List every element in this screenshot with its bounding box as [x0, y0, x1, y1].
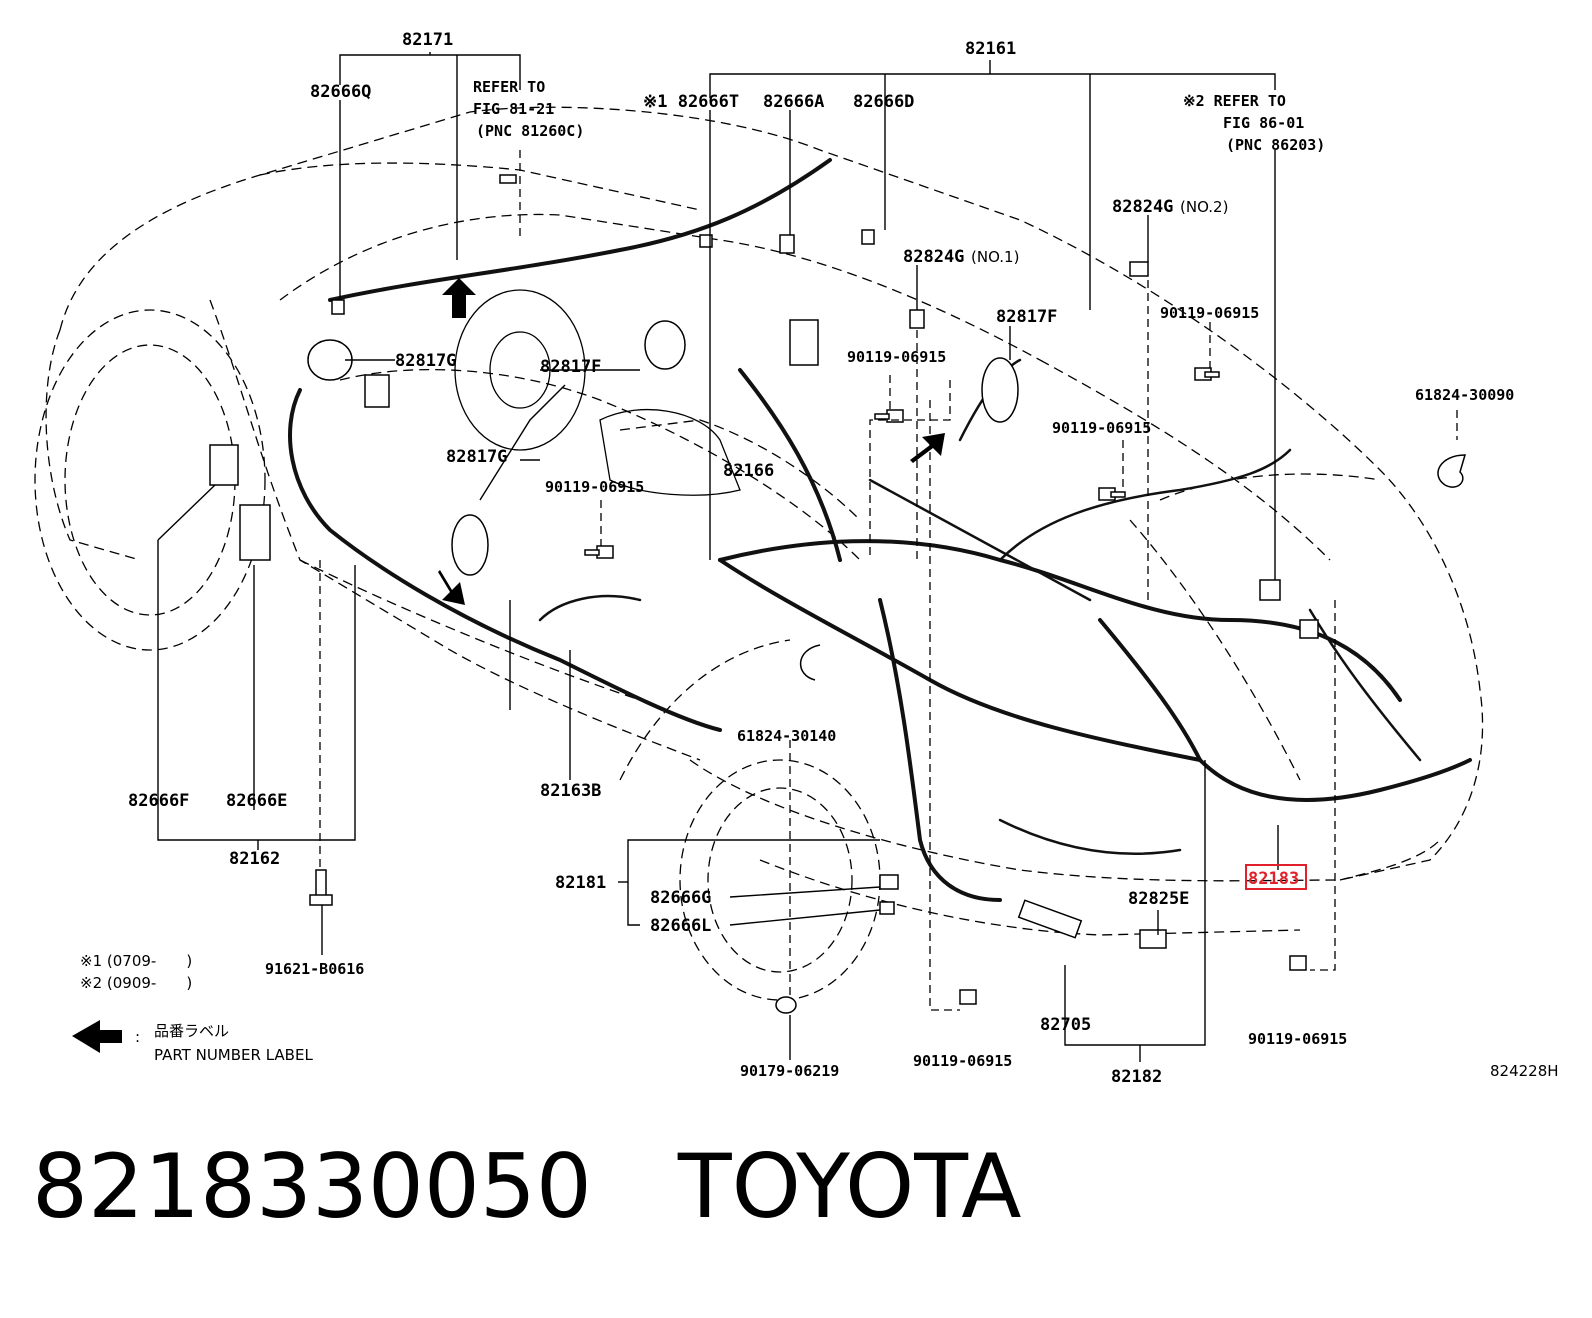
callout-82161: 82161 — [965, 39, 1016, 59]
note-2: ※2 (0909- ) — [80, 974, 192, 992]
callout-82817F-right: 82817F — [996, 307, 1057, 327]
car-body-outline — [45, 106, 1484, 936]
highlight-82183-box — [1245, 864, 1307, 890]
front-seat — [599, 408, 741, 496]
callout-82163B: 82163B — [540, 781, 601, 801]
callout-90119-f: 90119-06915 — [1248, 1030, 1347, 1048]
callout-91621-B0616: 91621-B0616 — [265, 960, 364, 978]
speakers — [307, 320, 1019, 576]
legend-en: PART NUMBER LABEL — [154, 1046, 313, 1064]
callout-82666E: 82666E — [226, 791, 287, 811]
legend-colon: : — [135, 1028, 140, 1046]
part-label-arrow-icon — [442, 278, 476, 318]
callout-82666L: 82666L — [650, 916, 711, 936]
wiring-harness — [288, 158, 1472, 902]
callout-61824-30090: 61824-30090 — [1415, 386, 1514, 404]
bolt-90119-c-icon — [1098, 487, 1126, 501]
refer-fig-86-line1: ※2 REFER TO — [1183, 92, 1286, 110]
callout-90119-e: 90119-06915 — [913, 1052, 1012, 1070]
callout-82666Q: 82666Q — [310, 82, 371, 102]
callout-82666T: ※1 82666T — [643, 92, 739, 112]
note-1: ※1 (0709- ) — [80, 952, 192, 970]
bolt-90119-f-icon — [1289, 955, 1307, 971]
refer-fig-86-line3: (PNC 86203) — [1226, 136, 1325, 154]
callout-82824G-no2: 82824G — [1112, 197, 1173, 217]
connectors — [209, 174, 1319, 949]
callout-82666G: 82666G — [650, 888, 711, 908]
grommet-61824-30090 — [1437, 454, 1467, 488]
callout-82817F-mid: 82817F — [540, 357, 601, 377]
refer-fig-86-line2: FIG 86-01 — [1223, 114, 1304, 132]
callout-82162: 82162 — [229, 849, 280, 869]
callout-82824G-no1-sub: (NO.1) — [971, 248, 1019, 266]
bolt-91621-icon — [309, 869, 333, 906]
callout-82166: 82166 — [723, 461, 774, 481]
wiring-harness-diagram: 82171 82161 82666Q REFER TO FIG 81-21 (P… — [34, 30, 1559, 1087]
callout-82666D: 82666D — [853, 92, 914, 112]
clip-90179-icon — [775, 996, 797, 1014]
part-label-arrow-icon — [438, 570, 465, 605]
callout-90179-06219: 90179-06219 — [740, 1062, 839, 1080]
callout-82181: 82181 — [555, 873, 606, 893]
callout-labels: 82171 82161 82666Q REFER TO FIG 81-21 (P… — [128, 30, 1559, 1087]
refer-fig-81-line2: FIG 81-21 — [473, 100, 554, 118]
callout-82817G-top: 82817G — [395, 351, 456, 371]
callout-90119-b: 90119-06915 — [847, 348, 946, 366]
wheel-rear-right — [679, 759, 881, 1001]
callout-82705: 82705 — [1040, 1015, 1091, 1035]
callout-82171: 82171 — [402, 30, 453, 50]
callout-82666F: 82666F — [128, 791, 189, 811]
illustration-number: 824228H — [1490, 1062, 1559, 1080]
callout-82666A: 82666A — [763, 92, 824, 112]
caption-bar: 8218330050 TOYOTA — [32, 1132, 1021, 1242]
grommet-61824-30140 — [799, 644, 821, 681]
callout-90119-c: 90119-06915 — [1052, 419, 1151, 437]
part-label-arrows — [72, 278, 945, 1053]
brand-caption: TOYOTA — [677, 1135, 1022, 1238]
callout-82817G-mid: 82817G — [446, 447, 507, 467]
callout-82183-highlighted: 82183 — [1248, 869, 1299, 889]
leader-lines — [157, 52, 1458, 1062]
callout-90119-a: 90119-06915 — [1160, 304, 1259, 322]
bolts — [309, 367, 1307, 1014]
callout-82182: 82182 — [1111, 1067, 1162, 1087]
bolt-90119-d-icon — [584, 545, 614, 559]
footnotes-legend: ※1 (0709- ) ※2 (0909- ) : 品番ラベル PART NUM… — [80, 952, 313, 1064]
refer-fig-81-line1: REFER TO — [473, 78, 545, 96]
part-label-arrow-icon — [910, 433, 945, 463]
bolt-90119-e-icon — [959, 989, 977, 1005]
callout-90119-d: 90119-06915 — [545, 478, 644, 496]
callout-82824G-no2-sub: (NO.2) — [1180, 198, 1228, 216]
callout-82824G-no1: 82824G — [903, 247, 964, 267]
refer-fig-81-line3: (PNC 81260C) — [476, 122, 584, 140]
callout-82825E: 82825E — [1128, 889, 1189, 909]
part-number-caption: 8218330050 — [32, 1135, 592, 1238]
callout-61824-30140: 61824-30140 — [737, 727, 836, 745]
bolt-90119-b-icon — [874, 409, 904, 423]
legend-arrow-icon — [72, 1020, 122, 1053]
legend-jp: 品番ラベル — [154, 1022, 229, 1040]
bolt-90119-a-icon — [1194, 367, 1220, 381]
